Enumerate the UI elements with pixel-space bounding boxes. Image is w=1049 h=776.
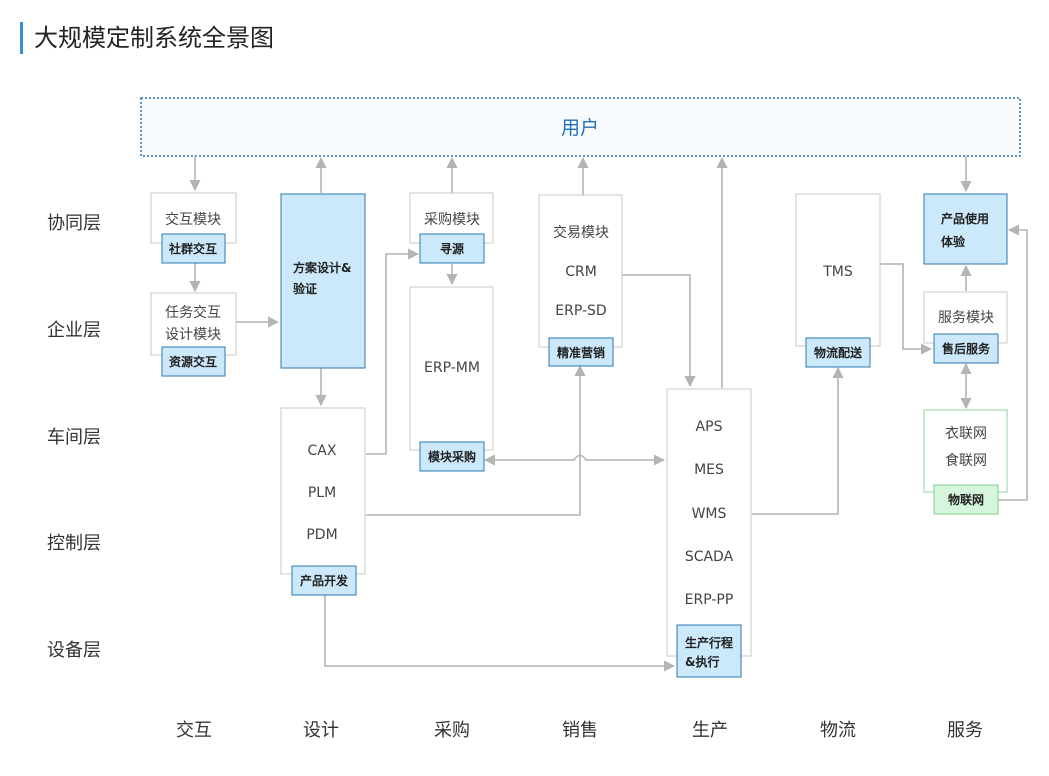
sourcing-tag [419,233,485,264]
layer-collaboration: 协同层 [47,213,101,234]
layer-enterprise: 企业层 [47,320,101,341]
user-band-label: 用户 [561,117,599,139]
trade-module-label: 交易模块 [553,224,609,241]
precision-marketing-tag [548,337,614,367]
erp-mm-label: ERP-MM [424,360,480,376]
mes-label: MES [694,462,724,478]
layer-equipment: 设备层 [47,640,101,661]
column-purchase: 采购 [434,720,470,741]
product-use-experience-box [923,193,1008,265]
trade-module-box [538,194,623,348]
tms-label: TMS [822,264,853,280]
product-use-experience-label-line2: 体验 [941,234,966,249]
logistics-delivery-label: 物流配送 [814,345,863,360]
erp-sd-label: ERP-SD [555,303,606,319]
precision-marketing-label: 精准营销 [557,345,605,360]
column-service: 服务 [947,720,983,741]
module-purchase-label: 模块采购 [428,449,476,464]
user-band [140,97,1021,157]
social-interaction-label: 社群交互 [168,241,217,256]
after-sales-label: 售后服务 [942,341,991,356]
design-verification-box [280,193,366,369]
task-module-label-line1: 任务交互 [165,304,221,321]
pdm-label: PDM [306,527,337,543]
erp-mm-box [409,286,494,451]
production-systems-box [666,388,752,657]
iot-tag [933,484,999,515]
connectors [189,156,1028,672]
sourcing-label: 寻源 [440,241,464,256]
product-use-experience-label-line1: 产品使用 [941,211,989,226]
production-execution-tag [676,624,742,678]
production-execution-label-line1: 生产行程 [685,635,733,650]
wms-label: WMS [692,506,727,522]
purchase-module-label: 采购模块 [424,212,480,228]
production-execution-label-line2: &执行 [685,654,719,669]
column-interaction: 交互 [176,720,212,741]
crm-label: CRM [565,264,597,280]
layer-control: 控制层 [47,533,101,554]
iot-label: 物联网 [948,492,984,507]
design-systems-box [280,407,366,575]
column-logistics: 物流 [820,720,856,741]
interaction-module-label: 交互模块 [165,211,221,228]
page-title: 大规模定制系统全景图 [20,22,274,54]
task-module-box [150,292,237,356]
resource-interaction-label: 资源交互 [169,354,217,369]
food-iot-label: 食联网 [945,452,987,469]
module-purchase-tag [419,441,485,472]
layer-workshop: 车间层 [47,427,101,448]
scada-label: SCADA [685,549,734,565]
cax-label: CAX [308,443,337,459]
column-design: 设计 [303,720,339,741]
design-verification-label-line2: 验证 [293,281,317,296]
clothing-iot-label: 衣联网 [945,426,987,442]
column-production: 生产 [692,720,728,741]
product-development-tag [291,565,357,596]
product-development-label: 产品开发 [300,573,349,588]
task-module-label-line2: 设计模块 [165,327,221,343]
social-interaction-tag [161,233,226,264]
service-module-label: 服务模块 [938,310,994,326]
logistics-delivery-tag [805,337,871,368]
erp-pp-label: ERP-PP [685,592,734,608]
after-sales-tag [933,333,999,364]
column-sales: 销售 [562,720,598,741]
plm-label: PLM [308,485,336,501]
design-verification-label-line1: 方案设计& [293,260,351,275]
iot-platform-box [923,409,1008,493]
resource-interaction-tag [161,346,226,377]
aps-label: APS [696,419,723,435]
